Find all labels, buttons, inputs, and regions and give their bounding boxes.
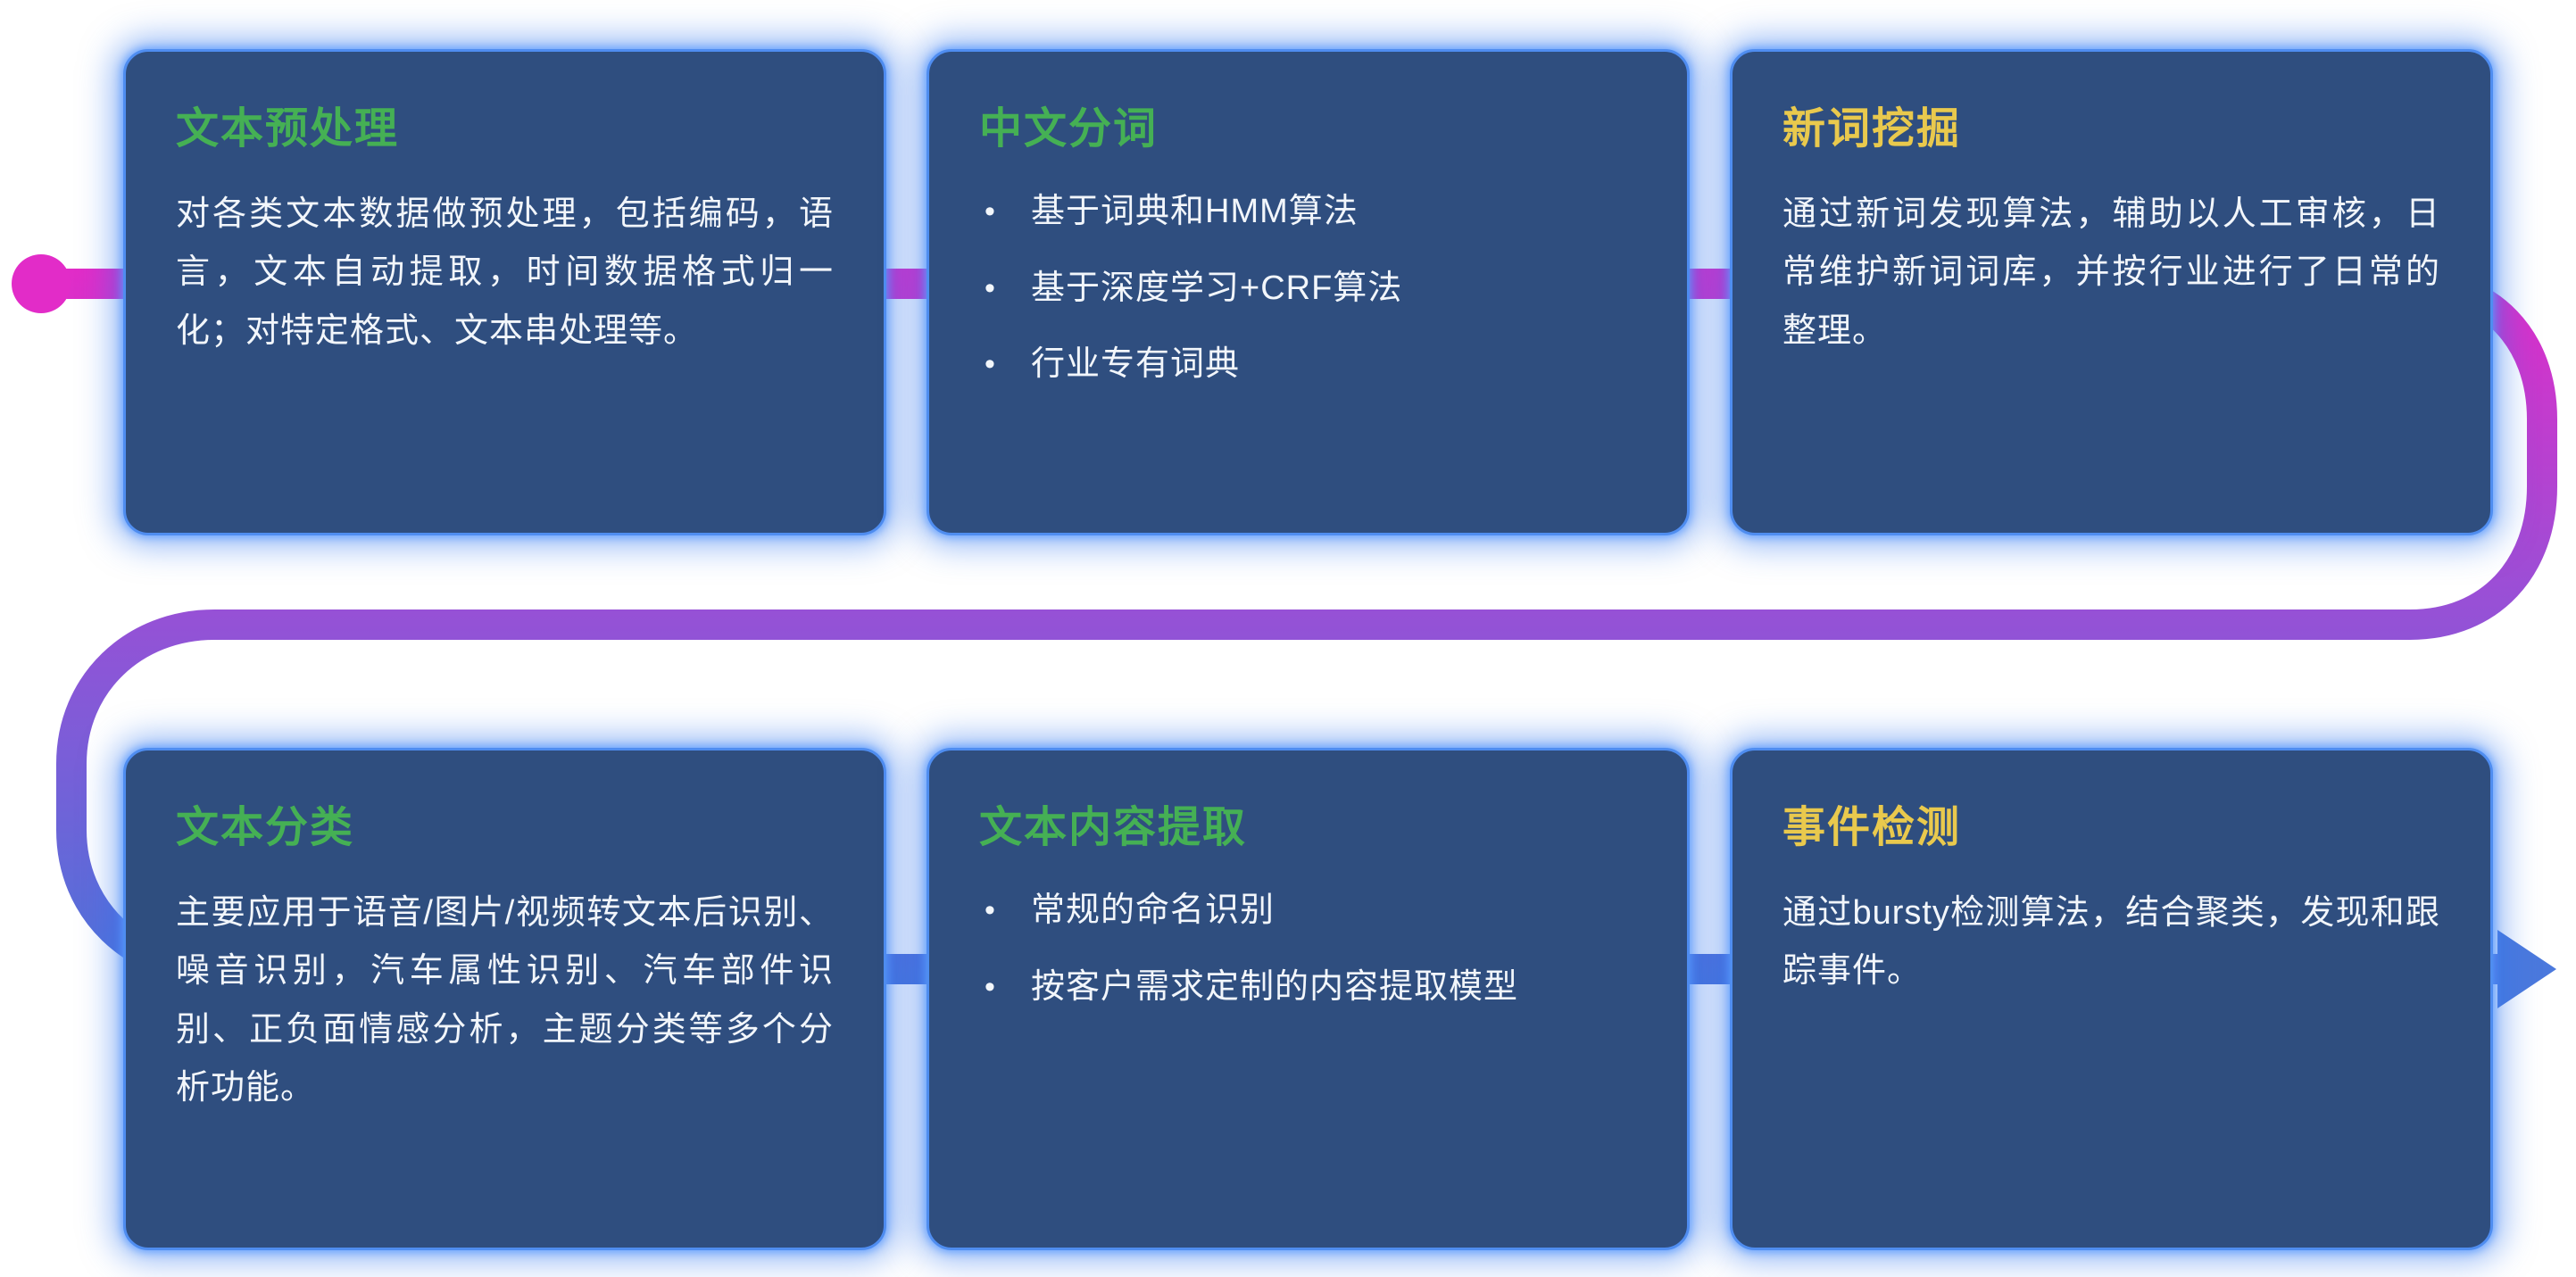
bullet-text: 基于词典和HMM算法 [1031,193,1359,230]
card-title: 事件检测 [1782,804,1962,851]
card-text-preprocessing: 文本预处理 对各类文本数据做预处理，包括编码，语言，文本自动提取，时间数据格式归… [123,49,886,535]
card-bullet-list: • 基于词典和HMM算法 • 基于深度学习+CRF算法 • 行业专有词典 [979,186,1637,392]
list-item: • 基于词典和HMM算法 [979,186,1637,239]
list-item: • 按客户需求定制的内容提取模型 [979,961,1637,1015]
card-title: 中文分词 [979,105,1159,153]
flow-start-dot [12,254,71,313]
bullet-icon: • [985,195,996,228]
card-new-word-mining: 新词挖掘 通过新词发现算法，辅助以人工审核，日常维护新词词库，并按行业进行了日常… [1730,49,2493,535]
card-title: 文本分类 [176,804,355,851]
bullet-text: 按客户需求定制的内容提取模型 [1031,967,1519,1006]
list-item: • 常规的命名识别 [979,884,1637,938]
card-title: 新词挖掘 [1782,105,1962,153]
list-item: • 基于深度学习+CRF算法 [979,262,1637,316]
card-title: 文本预处理 [176,105,400,153]
flow-path [30,269,2557,984]
card-text-content-extraction: 文本内容提取 • 常规的命名识别 • 按客户需求定制的内容提取模型 [927,748,1690,1250]
card-event-detection: 事件检测 通过bursty检测算法，结合聚类，发现和跟踪事件。 [1730,748,2493,1250]
card-body: 主要应用于语音/图片/视频转文本后识别、噪音识别，汽车属性识别、汽车部件识别、正… [176,894,834,1107]
card-body: 通过bursty检测算法，结合聚类，发现和跟踪事件。 [1782,894,2440,991]
bullet-icon: • [985,347,996,381]
card-bullet-list: • 常规的命名识别 • 按客户需求定制的内容提取模型 [979,884,1637,1014]
list-item: • 行业专有词典 [979,338,1637,392]
flow-end-arrow-icon [2497,930,2556,1008]
bullet-icon: • [985,969,996,1004]
card-text-classification: 文本分类 主要应用于语音/图片/视频转文本后识别、噪音识别，汽车属性识别、汽车部… [123,748,886,1250]
card-title: 文本内容提取 [979,804,1248,851]
bullet-icon: • [985,270,996,305]
bullet-text: 行业专有词典 [1031,345,1241,383]
bullet-text: 基于深度学习+CRF算法 [1031,269,1403,307]
card-chinese-word-segmentation: 中文分词 • 基于词典和HMM算法 • 基于深度学习+CRF算法 • 行业专有词… [927,49,1690,535]
card-body: 通过新词发现算法，辅助以人工审核，日常维护新词词库，并按行业进行了日常的整理。 [1782,195,2440,350]
bullet-text: 常规的命名识别 [1031,891,1276,929]
bullet-icon: • [985,893,996,927]
card-body: 对各类文本数据做预处理，包括编码，语言，文本自动提取，时间数据格式归一化；对特定… [176,195,834,350]
